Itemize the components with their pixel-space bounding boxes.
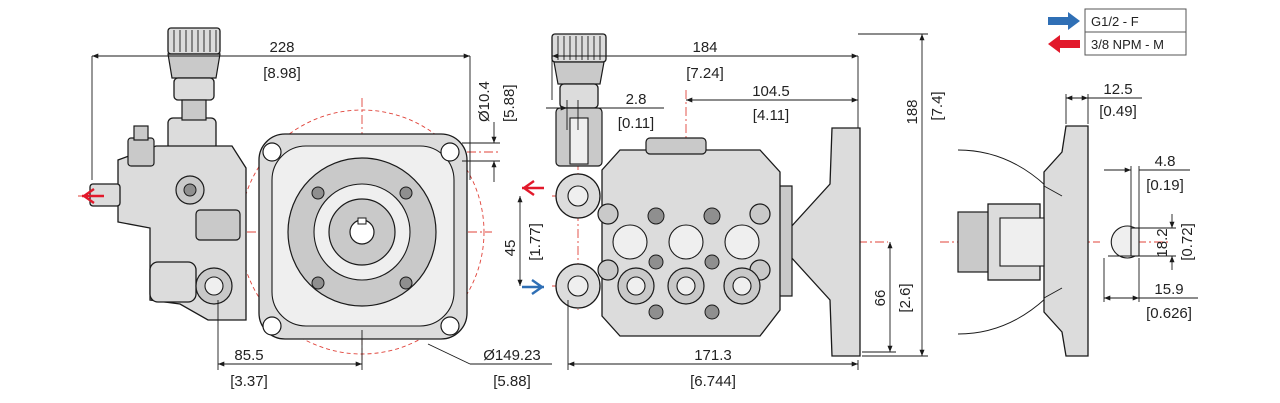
dim-shaft-height-in: [2.6] [897, 283, 914, 312]
dim-key-height-mm: 18.2 [1154, 228, 1171, 257]
dim-body-length-in: [6.744] [690, 373, 736, 390]
legend: G1/2 - F 3/8 NPM - M [1048, 8, 1187, 56]
inlet-arrow-icon [1048, 12, 1080, 30]
dim-shaft-diameter-mm: 15.9 [1154, 281, 1183, 298]
dim-overall-height-in: [7.4] [929, 91, 946, 120]
dim-valve-offset-mm: 2.8 [626, 91, 647, 108]
dim-flange-to-port-mm: 104.5 [752, 83, 790, 100]
dim-shaft-recess-in: [0.49] [1099, 103, 1137, 120]
dim-overall-width-mm: 228 [269, 39, 294, 56]
dim-mount-hole-in: [5.88] [501, 84, 518, 122]
dim-overall-width-in: [8.98] [263, 65, 301, 82]
side-view: 184 [7.24] 2.8 [0.11] 104.5 [4.11] 45 [1… [502, 33, 946, 390]
dim-shaft-diameter-in: [0.626] [1146, 305, 1192, 322]
dim-overall-depth-mm: 184 [692, 39, 717, 56]
dim-key-height-in: [0.72] [1179, 223, 1196, 261]
dim-overall-depth-in: [7.24] [686, 65, 724, 82]
dim-mount-hole-mm: Ø10.4 [476, 81, 493, 122]
outlet-arrow-icon [1048, 35, 1080, 53]
dim-shaft-recess-mm: 12.5 [1103, 81, 1132, 98]
dim-key-width-in: [0.19] [1146, 177, 1184, 194]
dim-shaft-offset-mm: 85.5 [234, 347, 263, 364]
dim-valve-offset-in: [0.11] [618, 115, 654, 132]
dim-key-width-mm: 4.8 [1155, 153, 1176, 170]
dim-shaft-height-mm: 66 [872, 290, 889, 307]
legend-thread-male: 3/8 NPM - M [1091, 37, 1164, 52]
dim-shaft-offset-in: [3.37] [230, 373, 268, 390]
dim-bolt-circle-mm: Ø149.23 [483, 347, 541, 364]
dim-port-spacing-mm: 45 [502, 240, 519, 257]
shaft-detail-view: 12.5 [0.49] 4.8 [0.19] 18.2 [0.72] 15.9 … [940, 81, 1198, 357]
front-view: 228 [8.98] Ø10.4 [5.88] 85.5 [3.37] Ø149… [78, 27, 552, 390]
dim-overall-height-mm: 188 [904, 99, 921, 124]
dim-flange-to-port-in: [4.11] [753, 107, 789, 124]
dim-bolt-circle-in: [5.88] [493, 373, 531, 390]
dim-body-length-mm: 171.3 [694, 347, 732, 364]
legend-thread-female: G1/2 - F [1091, 14, 1139, 29]
dim-port-spacing-in: [1.77] [527, 223, 544, 261]
